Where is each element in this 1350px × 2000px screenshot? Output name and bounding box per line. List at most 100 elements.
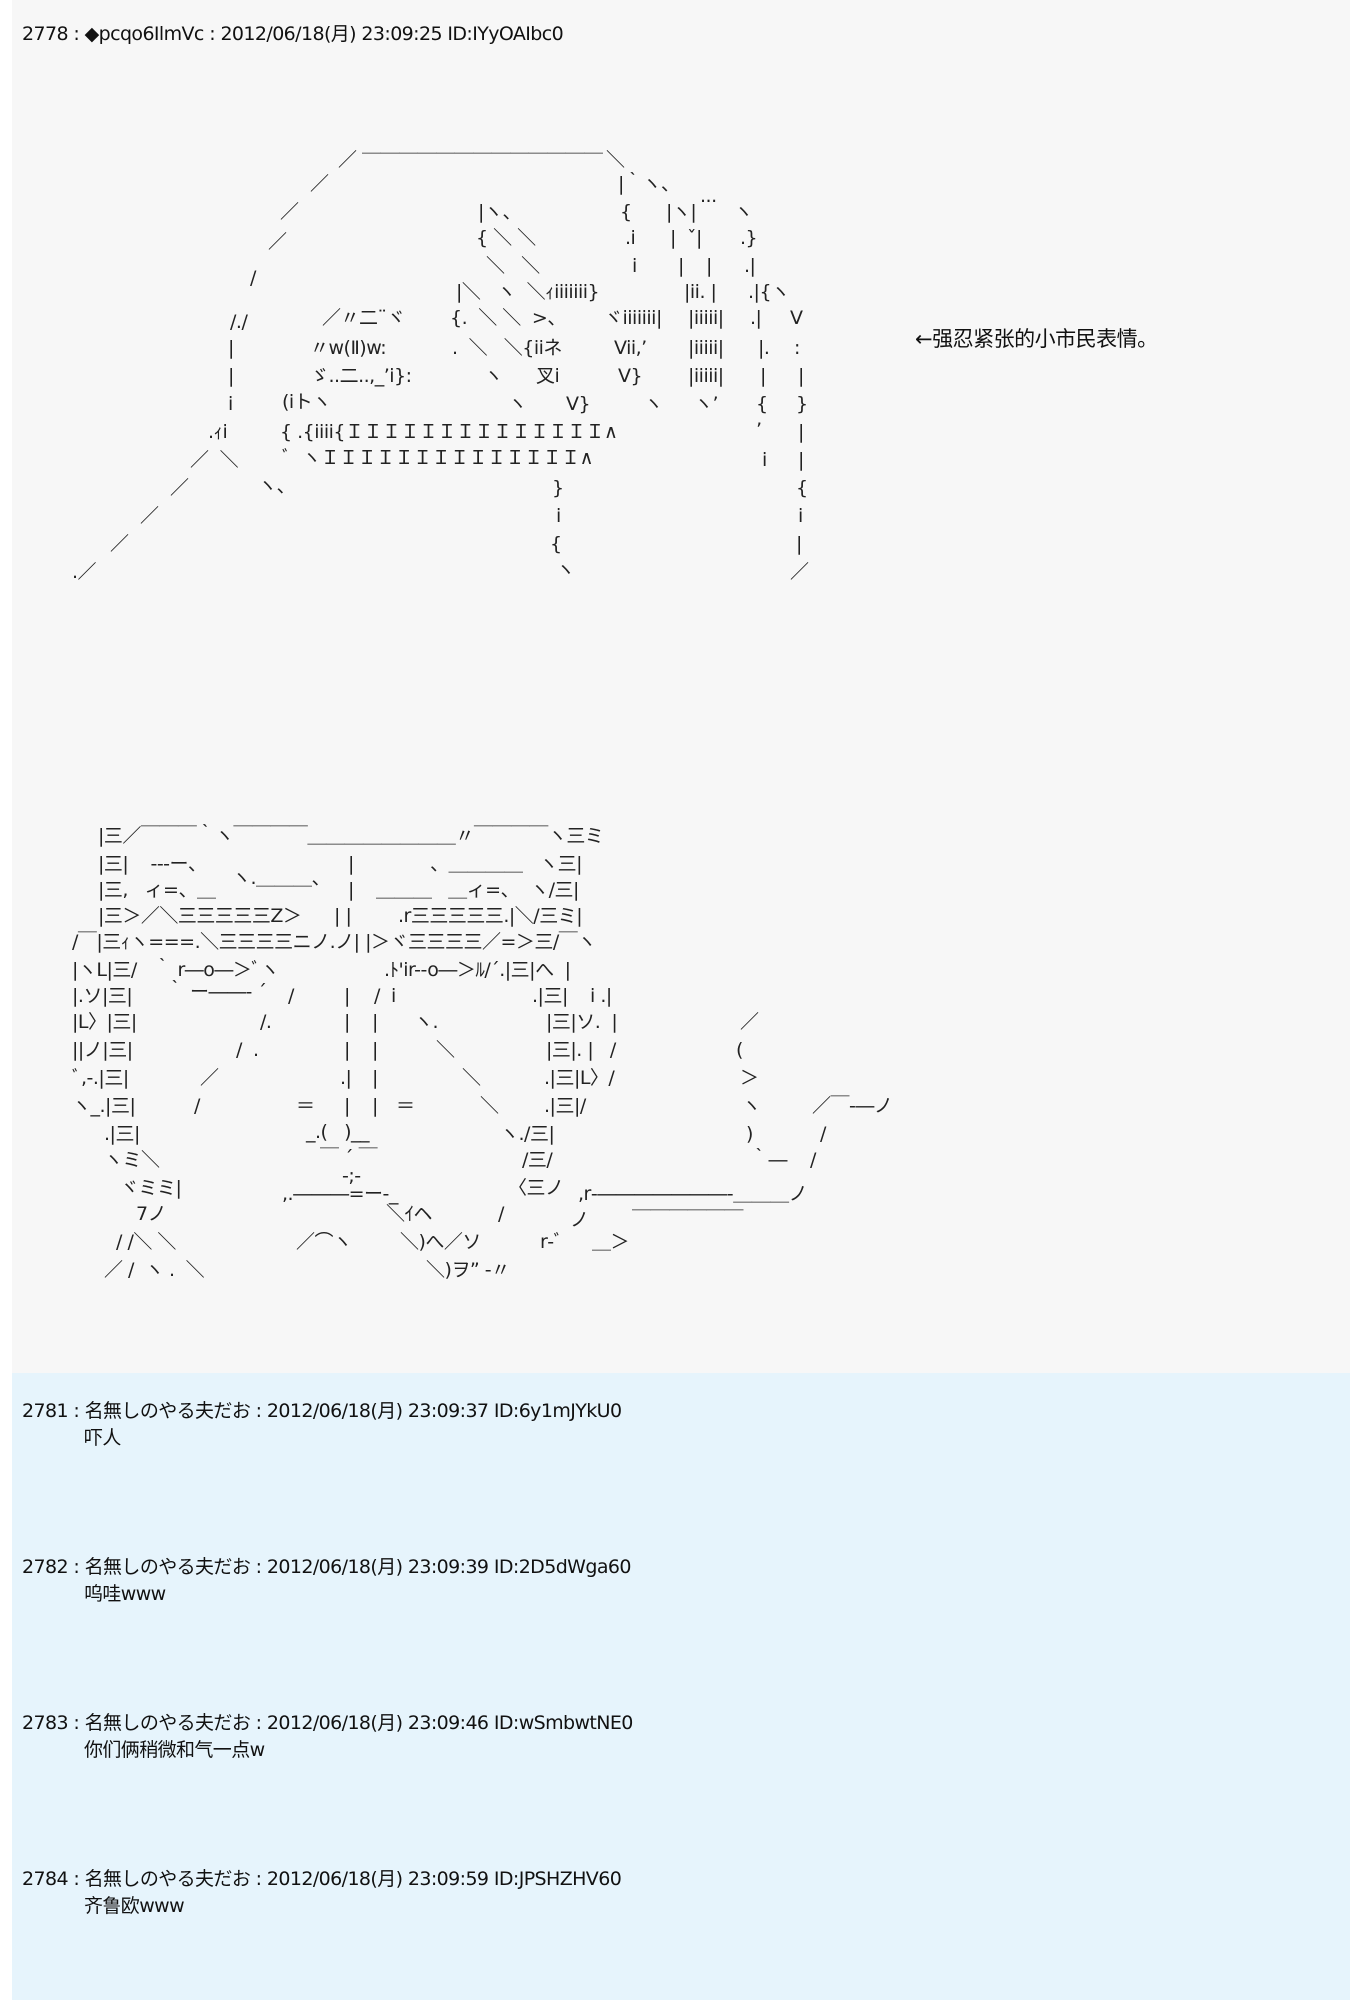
aa-fragment: |iiiii| <box>688 337 724 359</box>
aa-fragment: ヾミミ| <box>120 1177 182 1199</box>
aa-fragment: ＼)ヲ” ‐〃 <box>426 1259 510 1281</box>
aa-fragment: ＼ <box>462 1067 481 1089</box>
aa-fragment: | | <box>334 905 352 927</box>
aa-fragment: | <box>796 533 802 555</box>
aa-fragment: ヽ、 <box>258 475 296 497</box>
aa-fragment: / /＼ ＼ <box>116 1231 176 1253</box>
aa-fragment: ) <box>746 1123 753 1145</box>
aa-fragment: { <box>796 477 808 499</box>
aa-fragment: .|三| <box>104 1123 140 1145</box>
aa-fragment: / <box>810 1149 816 1171</box>
aa-fragment: ＿＞ <box>592 1231 630 1253</box>
aa-fragment: i <box>556 505 561 527</box>
aa-fragment: ／⌒ヽ <box>296 1231 352 1253</box>
aa-fragment: 叉i <box>536 365 560 387</box>
aa-fragment: |＼ ヽ ＼ｨiiiiiii} <box>456 281 600 303</box>
aa-fragment: / <box>820 1123 826 1145</box>
aa-fragment: ’ <box>756 419 762 441</box>
aa-fragment: ／ <box>170 477 189 499</box>
aa-fragment: /￣|三ｨヽ===.＼三三三三ニノ.ノ| |＞ヾ三三三三／=＞三/￣ヽ <box>72 931 596 953</box>
aa-fragment: |三, ィ=、＿ <box>98 879 216 901</box>
aa-fragment: ( <box>736 1039 743 1061</box>
aa-fragment: /./ <box>230 311 248 333</box>
aa-fragment: |ヽL|三/ ｀ r―o―＞ﾞヽ <box>72 959 279 981</box>
aa-fragment: ヽ <box>644 393 663 415</box>
aa-fragment: /三/ <box>522 1149 553 1171</box>
aa-fragment: |三＞／＼三三三三三Z＞ <box>98 905 302 927</box>
aa-fragment: { <box>550 533 562 555</box>
aa-fragment: / . <box>236 1039 259 1061</box>
aa-fragment: ヽ./三| <box>500 1123 555 1145</box>
aa-fragment: ||ノ|三| <box>72 1039 133 1061</box>
aa-fragment: ﾞ ヽＩＩＩＩＩＩＩＩＩＩＩＩＩＩ∧ <box>282 447 594 469</box>
aa-fragment: 〈三ノ <box>508 1177 564 1199</box>
aa-fragment: r‐ﾞ <box>540 1231 563 1253</box>
aa-fragment: ＼ <box>436 1039 455 1061</box>
aa-fragment: (iトヽ <box>282 391 331 413</box>
aa-fragment: ￣ ´ ￣ <box>320 1147 378 1169</box>
aa-fragment: | <box>372 1011 378 1033</box>
post-header-2783: 2783 : 名無しのやる夫だお : 2012/06/18(月) 23:09:4… <box>22 1712 633 1734</box>
aa-fragment: / <box>194 1095 200 1117</box>
aa-fragment: ＞ <box>740 1067 759 1089</box>
aa-fragment: .|三|/ <box>544 1095 586 1117</box>
aa-fragment: / i <box>374 985 396 1007</box>
aa-fragment: 〃w(Ⅱ)w: <box>310 337 387 359</box>
ascii-art-two-characters: |三／￣￣￣｀ヽ￣￣￣￣＿＿＿＿＿＿＿＿〃￣￣￣￣ヽ三ミ|三| ---ー、|、＿… <box>12 0 1350 1373</box>
aa-fragment: | <box>344 1095 350 1117</box>
aa-fragment: { <box>756 393 768 415</box>
aa-fragment: | <box>798 365 804 387</box>
aa-fragment: 、＿＿＿＿ ヽ三| <box>430 853 583 875</box>
aa-fragment: / <box>498 1203 504 1225</box>
aa-fragment: |ヽ| <box>666 201 697 223</box>
aa-fragment: { <box>620 201 632 223</box>
aa-fragment: |L〉|三| <box>72 1011 137 1033</box>
post-header-2782: 2782 : 名無しのやる夫だお : 2012/06/18(月) 23:09:3… <box>22 1556 631 1578</box>
aa-fragment: 7ノ <box>136 1203 167 1225</box>
aa-fragment: .／ <box>72 561 97 583</box>
aa-fragment: V <box>790 307 803 329</box>
aa-fragment: ／ <box>740 1011 759 1033</box>
aa-fragment: .ｨi <box>208 421 228 443</box>
aa-fragment: ＼ <box>606 149 625 171</box>
aa-fragment: ヽ <box>508 393 527 415</box>
aa-fragment: .| <box>744 255 756 277</box>
aa-fragment: .| <box>750 307 762 329</box>
aa-fragment: ／ ＼ <box>190 449 239 471</box>
aa-fragment: | <box>372 1039 378 1061</box>
aa-fragment: .ﾄ'ir--o―＞ﾙ/´.|三|へ | <box>384 959 571 981</box>
ascii-art-nervous-face: ＿＿＿＿＿＿＿＿＿＿＿＿＿／＼／|｀ヽ、...|ヽ、{|ヽ|ヽ／{ ＼ ＼.i|… <box>12 0 1350 1373</box>
aa-fragment: ＝ <box>296 1095 315 1117</box>
aa-fragment: |三| ---ー、 <box>98 853 207 875</box>
aa-fragment: / <box>288 985 294 1007</box>
aa-fragment: ＝ <box>396 1095 415 1117</box>
aa-fragment: ゞ..二..,_’i}: <box>310 365 412 387</box>
aa-fragment: | | <box>678 255 712 277</box>
aa-fragment: | <box>228 337 234 359</box>
post-body-2783: 你们俩稍微和气一点w <box>84 1739 265 1761</box>
aa-fragment: | <box>372 1095 378 1117</box>
aa-fragment: ＿＿＿＿＿＿＿＿＿＿＿＿＿ <box>362 134 603 156</box>
aa-fragment: .|{ヽ <box>748 281 790 303</box>
aa-fragment: _.( )__ <box>306 1121 369 1143</box>
post-header-2784: 2784 : 名無しのやる夫だお : 2012/06/18(月) 23:09:5… <box>22 1868 622 1890</box>
aa-fragment: -;- <box>342 1165 361 1187</box>
aa-fragment: ／ <box>200 1067 219 1089</box>
aa-fragment: | ˇ| <box>670 227 702 249</box>
aa-fragment: ｀ ー――‐ ´ <box>166 981 267 1003</box>
aa-fragment: | <box>798 421 804 443</box>
aa-fragment: ／ <box>140 505 159 527</box>
aa-fragment: .|三| i .| <box>532 985 612 1007</box>
aa-fragment: ｀― <box>750 1149 788 1171</box>
aa-fragment: ヽ <box>742 1095 761 1117</box>
aa-fragment: } <box>552 477 564 499</box>
replies-section: 2781 : 名無しのやる夫だお : 2012/06/18(月) 23:09:3… <box>12 1373 1350 2000</box>
aa-fragment: i <box>228 393 233 415</box>
aa-fragment: ／ <box>338 149 357 171</box>
aa-fragment: ヽ. <box>414 1011 439 1033</box>
aa-fragment: { .{iiii{ＩＩＩＩＩＩＩＩＩＩＩＩＩＩ∧ <box>280 421 618 443</box>
aa-fragment: ＼ <box>480 1095 499 1117</box>
aa-fragment: | <box>348 879 354 901</box>
post-body-2781: 吓人 <box>84 1427 121 1449</box>
aa-fragment: } <box>796 393 808 415</box>
